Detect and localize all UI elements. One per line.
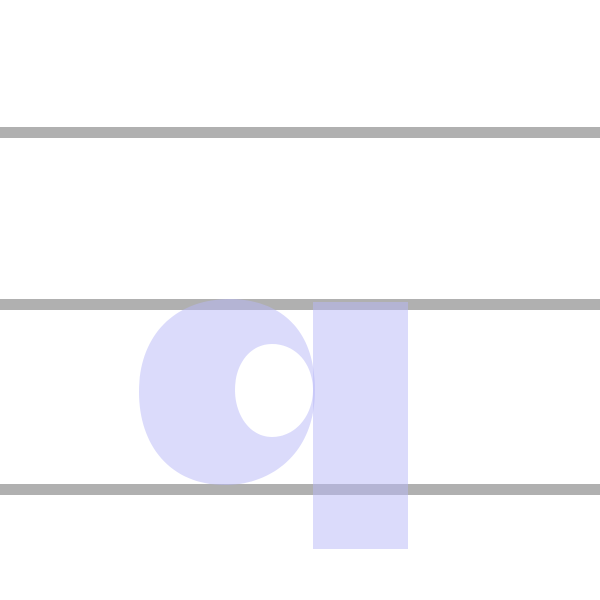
guide-line-middle [0,299,600,310]
letter-q-bowl [139,299,315,485]
letter-q-stem [313,302,408,549]
guide-line-bottom [0,484,600,495]
guide-line-top [0,127,600,138]
